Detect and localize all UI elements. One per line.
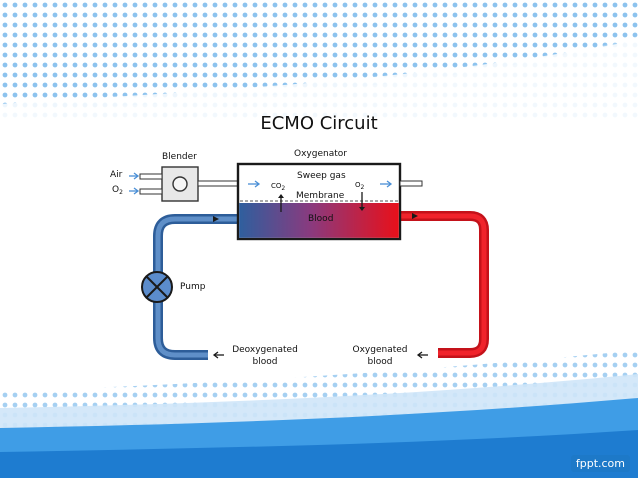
slide-title: ECMO Circuit: [260, 113, 378, 134]
oxygenator-label: Oxygenator: [294, 149, 347, 159]
pump-label: Pump: [180, 282, 206, 292]
membrane-label: Membrane: [296, 191, 345, 201]
o2-inlet-label: O2: [112, 185, 123, 196]
outflow-arrow-icon: [412, 213, 418, 219]
sweep-gas-in-arrow-icon: [248, 180, 261, 188]
air-arrow-icon: [129, 172, 140, 180]
o2-arrow-icon: [129, 187, 140, 195]
air-label: Air: [110, 170, 123, 180]
brand-logo: fppt.com: [570, 455, 630, 472]
o2-membrane-label: O2: [355, 181, 365, 191]
oxygenated-arrow-icon: [416, 351, 428, 359]
co2-up-arrow-icon: [278, 194, 284, 212]
sweep-gas-out-arrow-icon: [380, 180, 393, 188]
pump-icon: [141, 271, 173, 303]
co2-label: CO2: [271, 182, 286, 192]
blood-label: Blood: [308, 214, 334, 224]
blender-label: Blender: [162, 152, 197, 162]
blood-chamber: [239, 203, 399, 238]
inflow-arrow-icon: [213, 216, 219, 222]
oxygenator-box: [236, 162, 423, 241]
deoxygenated-label-line2: blood: [252, 357, 278, 367]
oxygenated-label-line1: Oxygenated: [352, 345, 408, 355]
deoxygenated-label-line1: Deoxygenated: [232, 345, 298, 355]
blender-icon: [139, 166, 241, 202]
oxygenated-tube: [400, 211, 489, 358]
deoxygenated-arrow-icon: [212, 351, 224, 359]
sweep-gas-label: Sweep gas: [297, 171, 346, 181]
oxygenated-label-line2: blood: [367, 357, 393, 367]
o2-down-arrow-icon: [359, 192, 365, 211]
